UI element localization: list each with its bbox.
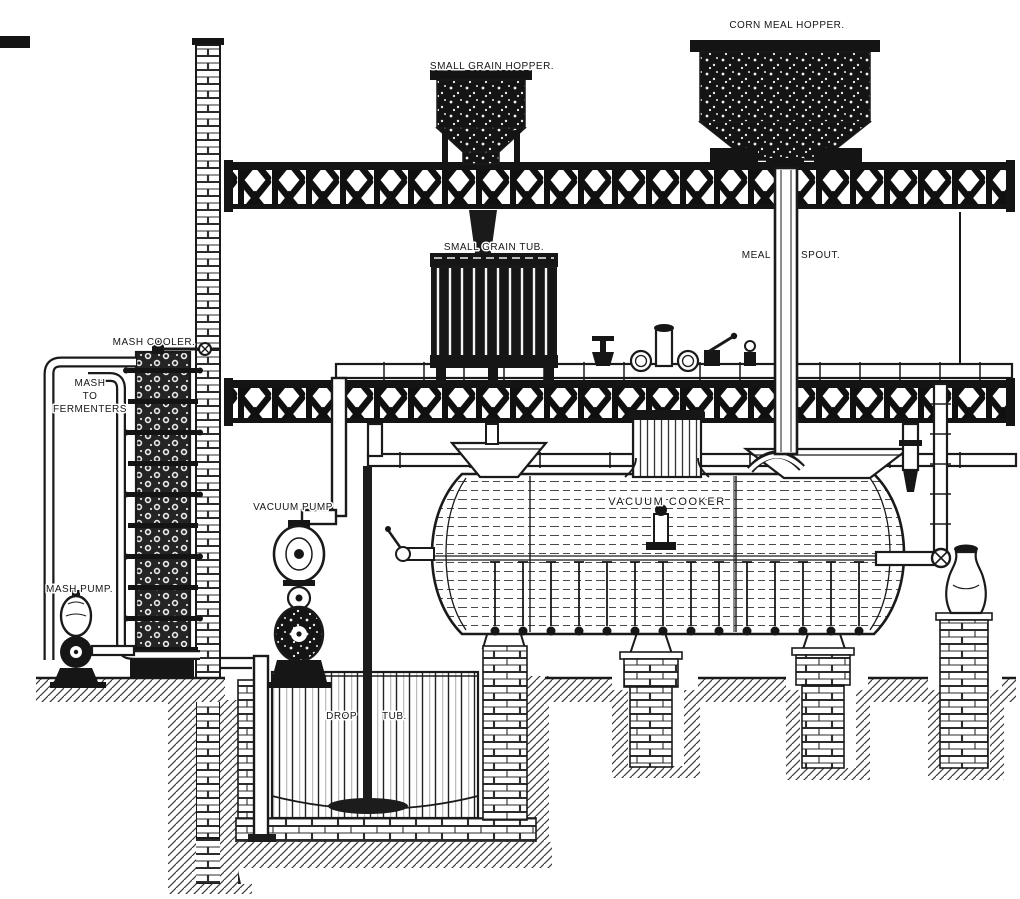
upper-screw-conveyor xyxy=(224,160,1015,212)
cooker-dome xyxy=(624,410,710,479)
agitator-propeller xyxy=(328,798,408,814)
corn-meal-hopper xyxy=(690,40,880,170)
pump-outlet-pipe xyxy=(90,644,136,657)
label-tub: TUB. xyxy=(382,711,407,722)
label-mash-pump: MASH PUMP. xyxy=(46,584,113,595)
brick-pedestal xyxy=(928,612,1004,780)
agitator-shaft xyxy=(363,466,372,802)
cooler-top-valve xyxy=(152,340,220,356)
conveyor-end-cap xyxy=(1006,160,1015,212)
conveyor-end-cap xyxy=(224,160,233,212)
pit-brick-pier xyxy=(482,645,528,821)
manifold-fittings xyxy=(592,324,756,373)
tank-center-fitting xyxy=(646,504,676,550)
grain-spout xyxy=(469,210,497,253)
label-to: TO xyxy=(83,391,98,402)
pit-and-foundations xyxy=(36,466,1016,884)
pressure-gauge xyxy=(629,349,653,373)
cooler-supply-pipe xyxy=(43,356,136,660)
feed-pipe-elbow xyxy=(366,422,384,458)
brick-pedestal xyxy=(612,629,700,778)
margin-bar xyxy=(0,36,30,48)
vase-support xyxy=(945,544,987,615)
vacuum-pump xyxy=(267,376,348,688)
small-grain-hopper xyxy=(430,70,532,166)
label-drop: DROP xyxy=(326,711,357,722)
pit-floor xyxy=(235,817,537,843)
label-corn-meal-hopper: CORN MEAL HOPPER. xyxy=(729,20,844,31)
hopper-foot xyxy=(814,148,862,164)
globe-valve xyxy=(592,336,614,366)
discharge-stub-pipe xyxy=(874,550,936,567)
cooler-tie-rods xyxy=(123,367,203,652)
labels: CORN MEAL HOPPER. SMALL GRAIN HOPPER. SM… xyxy=(45,19,846,724)
label-vacuum-pump: VACUUM PUMP xyxy=(253,502,333,513)
label-meal: MEAL xyxy=(742,250,771,261)
small-grain-tub xyxy=(430,253,558,384)
right-discharge-assembly xyxy=(874,382,987,615)
label-fermenters: FERMENTERS xyxy=(53,404,127,415)
mash-pump xyxy=(50,590,136,688)
label-small-grain-tub: SMALL GRAIN TUB. xyxy=(444,242,544,253)
brick-pedestal xyxy=(786,627,870,780)
label-spout: SPOUT. xyxy=(801,250,840,261)
tank-left-fitting xyxy=(385,526,435,562)
drop-tub xyxy=(270,670,480,820)
pit-pipe xyxy=(220,654,276,842)
hopper-foot xyxy=(710,148,758,164)
pressure-gauge xyxy=(676,349,700,373)
label-small-grain-hopper: SMALL GRAIN HOPPER. xyxy=(430,61,554,72)
left-funnel xyxy=(449,423,549,479)
lower-screw-conveyor xyxy=(224,378,1015,426)
right-down-pipe xyxy=(932,382,949,554)
riser-pipe xyxy=(654,324,674,368)
conveyor-end-cap xyxy=(1006,378,1015,426)
lever-safety-valve xyxy=(704,332,738,366)
cooler-base xyxy=(130,655,194,678)
bolt-row xyxy=(490,561,864,636)
small-valve xyxy=(744,340,756,366)
pit-right-wall xyxy=(527,676,549,844)
label-mash: MASH xyxy=(75,378,106,389)
meal-spout-pipe xyxy=(773,166,799,456)
label-vacuum-cooker: VACUUM COOKER xyxy=(608,496,726,508)
vacuum-cooker-tank xyxy=(385,472,906,636)
label-mash-cooler: MASH COOLER. xyxy=(113,337,196,348)
conveyor-end-cap xyxy=(224,378,233,426)
pump-suction-pipe xyxy=(330,376,348,518)
hanging-pipe xyxy=(899,422,922,492)
funnel-feed-stub xyxy=(485,423,499,445)
